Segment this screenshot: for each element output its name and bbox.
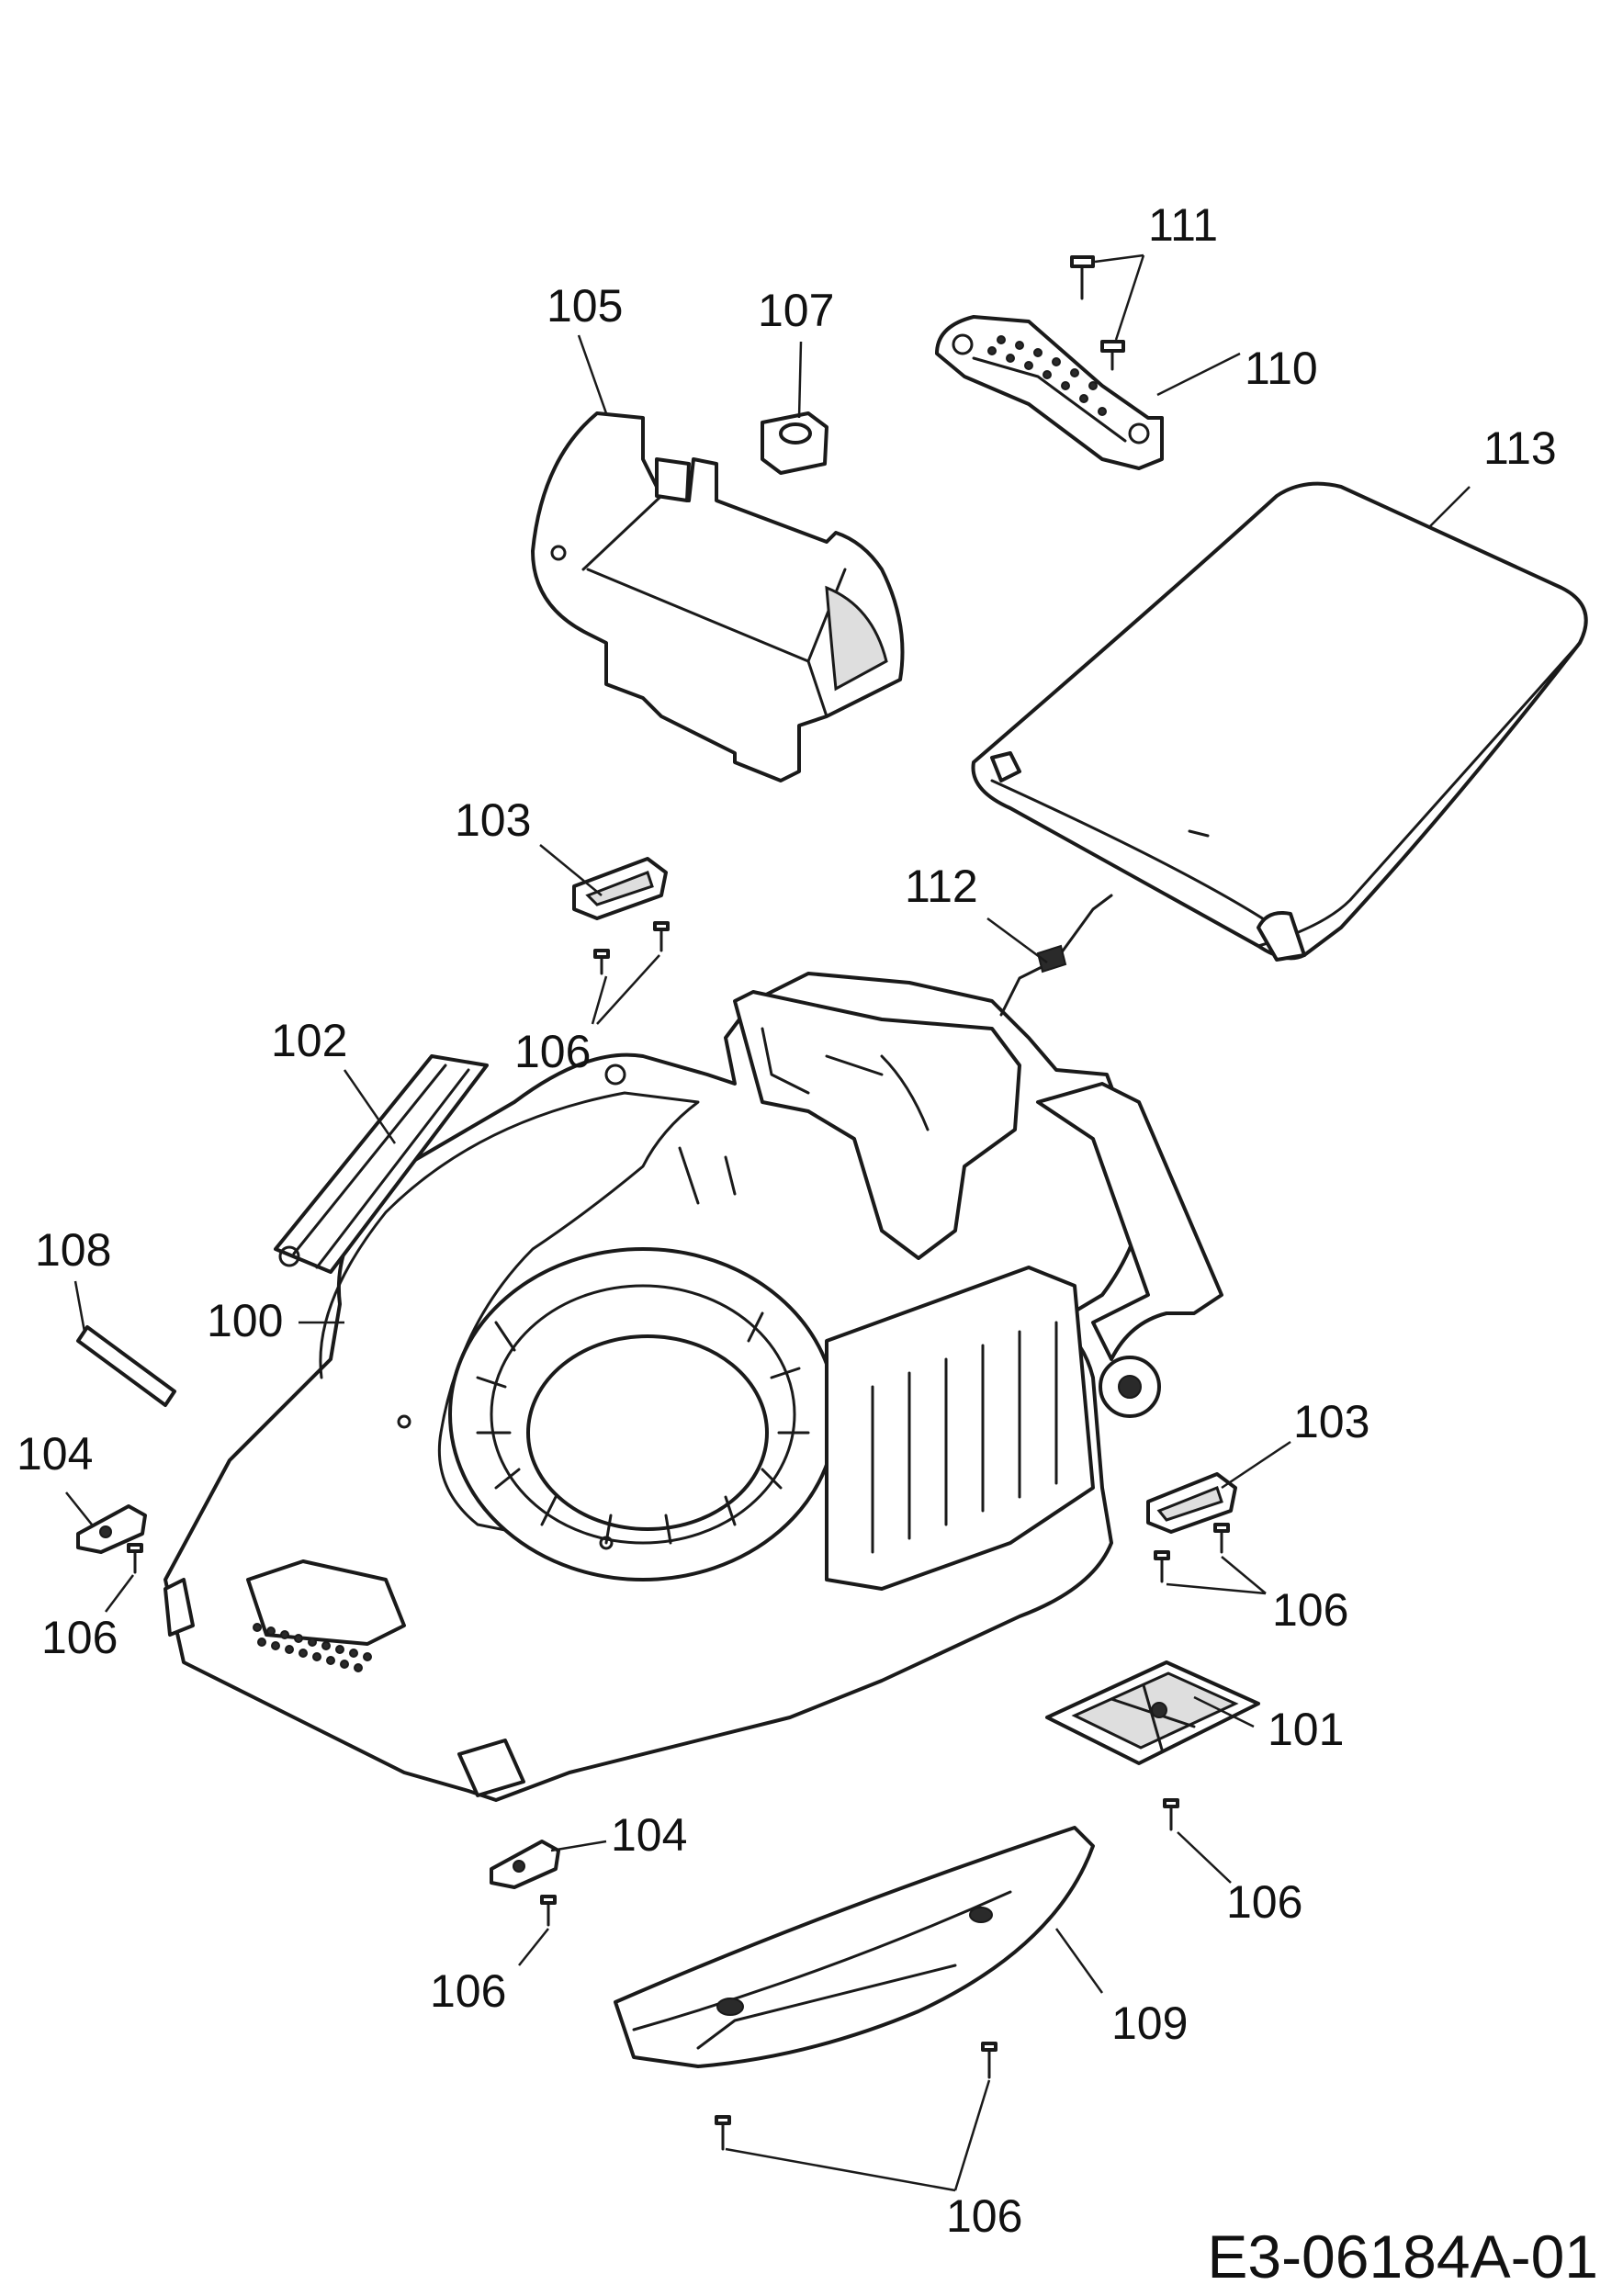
callout-104-bottom: 104 [611, 1809, 687, 1861]
callout-106-bottom: 106 [946, 2190, 1022, 2242]
callout-106-upper: 106 [514, 1026, 591, 1077]
handle-grip-dots [987, 335, 1107, 416]
part-103-clip-upper [572, 857, 668, 920]
part-106-screws [127, 921, 1230, 2151]
part-101-filter-plate [1045, 1660, 1260, 1765]
part-111-screws [1070, 255, 1125, 371]
part-110-handle-grip [935, 315, 1164, 470]
deck-vent-dots [253, 1623, 372, 1672]
callout-106-lower-right: 106 [1226, 1876, 1302, 1928]
callout-111: 111 [1148, 199, 1218, 251]
callout-113: 113 [1483, 422, 1557, 474]
part-108-label [76, 1325, 176, 1407]
callout-109: 109 [1111, 1998, 1188, 2049]
callout-103-upper: 103 [455, 794, 531, 846]
part-109-deflector [614, 1826, 1095, 2068]
callout-112: 112 [905, 861, 978, 912]
callout-106-left: 106 [41, 1612, 118, 1663]
callout-104-left: 104 [17, 1428, 93, 1480]
part-107-cap [761, 411, 828, 475]
part-112-spring [999, 894, 1113, 1017]
callout-106-right: 106 [1272, 1584, 1348, 1636]
part-100-deck-housing [163, 972, 1223, 1802]
callout-105: 105 [547, 280, 623, 332]
callout-110: 110 [1245, 343, 1318, 394]
callout-107: 107 [758, 285, 834, 336]
callout-106-lower-left: 106 [430, 1965, 506, 2017]
callout-labels: 100 101 102 103 103 104 104 105 106 106 … [17, 199, 1557, 2242]
part-104-clip-bottom [490, 1840, 560, 1889]
part-105-rear-cover [531, 411, 905, 782]
callout-103-right: 103 [1293, 1396, 1369, 1447]
callout-102: 102 [271, 1015, 347, 1066]
leader-lines [65, 253, 1471, 2192]
part-104-clip-left [76, 1504, 147, 1554]
part-113-lid [971, 481, 1588, 962]
callout-101: 101 [1268, 1704, 1344, 1755]
callout-108: 108 [35, 1224, 111, 1276]
drawing-number: E3-06184A-01 [1207, 2223, 1598, 2290]
part-103-clip-right [1146, 1472, 1237, 1534]
callout-100: 100 [207, 1295, 283, 1346]
